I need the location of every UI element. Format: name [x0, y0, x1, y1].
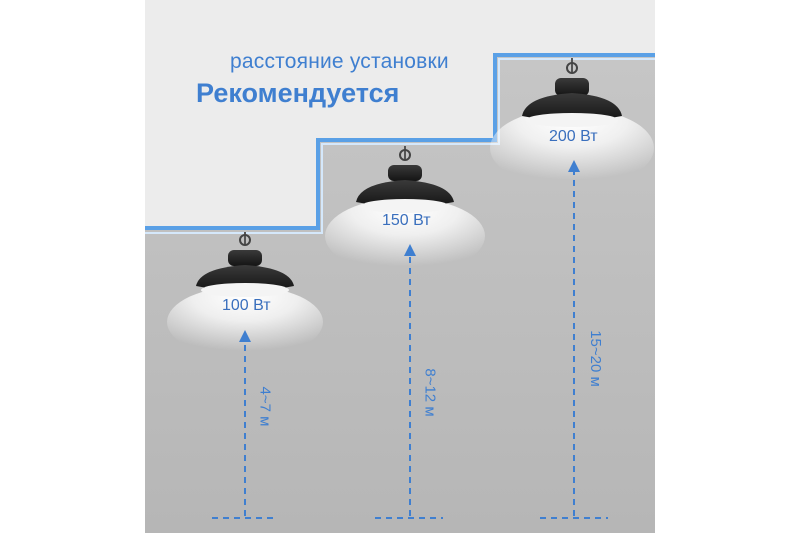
lamp-150w: [325, 146, 485, 274]
high-bay-lamp-icon: [356, 146, 454, 213]
distance-arrow-1: [212, 330, 278, 519]
distance-label-1: 4~7 м: [256, 386, 274, 427]
light-glow: [167, 286, 323, 358]
lamp-200w: [490, 58, 654, 188]
light-glow: [490, 108, 654, 188]
arrow-up-icon: [404, 244, 416, 256]
distance-label-3: 15~20 м: [586, 330, 604, 387]
subtitle: расстояние установки: [230, 50, 449, 73]
power-label-2: 150 Вт: [382, 212, 431, 229]
high-bay-lamp-icon: [522, 58, 622, 127]
light-glow: [325, 198, 485, 274]
step-outline: [145, 53, 655, 230]
arrow-up-icon: [239, 330, 251, 342]
high-bay-lamp-icon: [196, 232, 294, 297]
lamp-100w: [167, 232, 323, 358]
power-label-1: 100 Вт: [222, 297, 271, 314]
step-outline-highlight: [145, 58, 655, 234]
distance-label-2: 8~12 м: [421, 368, 439, 417]
distance-arrow-3: [540, 160, 608, 519]
distance-arrow-2: [375, 244, 443, 519]
page-title: Рекомендуется: [196, 78, 400, 108]
power-label-3: 200 Вт: [549, 128, 598, 145]
arrow-up-icon: [568, 160, 580, 172]
